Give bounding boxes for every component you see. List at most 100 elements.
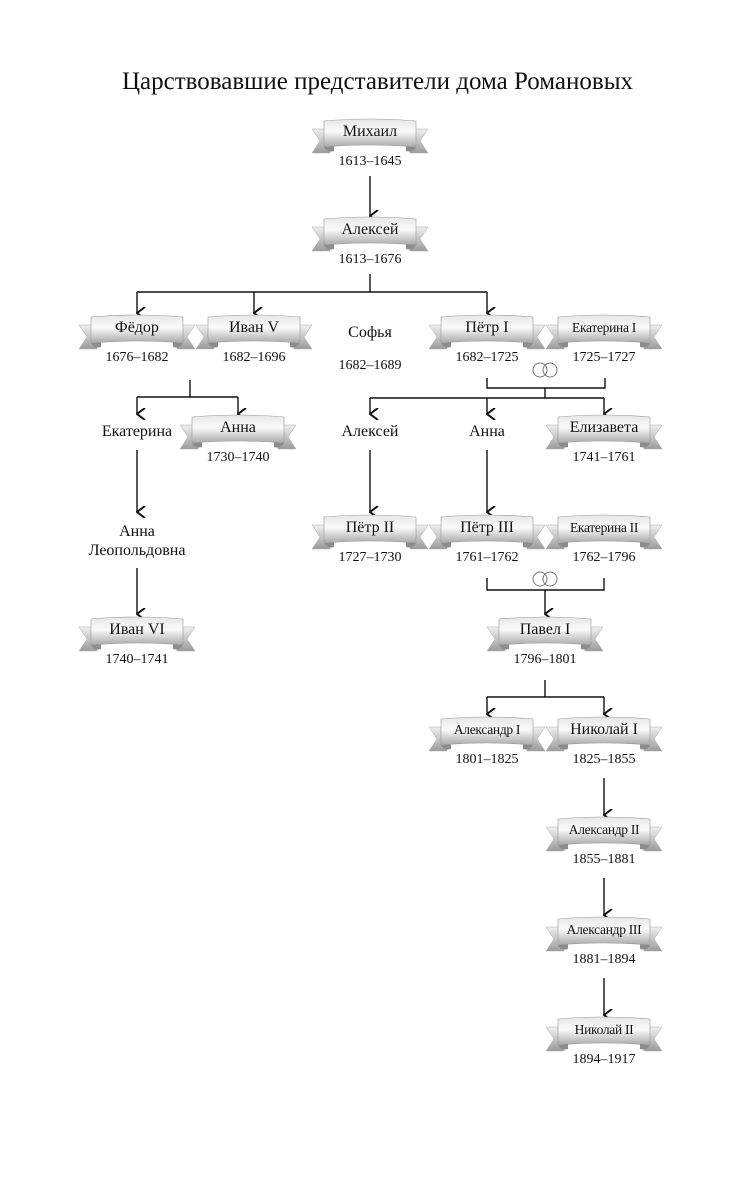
reign-dates: 1825–1855 (572, 752, 636, 767)
person-nikolay2: Николай II 1894–1917 (534, 1015, 674, 1068)
name-ribbon: Иван VI (77, 615, 197, 655)
person-anna_iv: Анна 1730–1740 (168, 413, 308, 466)
person-name: Алексей (341, 221, 399, 238)
person-name: Алексей (341, 423, 399, 440)
ribbon-banner-icon (311, 118, 429, 154)
ribbon-banner-icon (545, 716, 663, 752)
marriage-bracket-petr3 (486, 578, 605, 614)
person-name: Иван V (228, 319, 280, 336)
person-name: Елизавета (569, 419, 639, 436)
ribbon-banner-icon (78, 314, 196, 350)
person-nikolay1: Николай I 1825–1855 (534, 715, 674, 768)
person-fedor: Фёдор 1676–1682 (67, 313, 207, 366)
person-elizaveta: Елизавета 1741–1761 (534, 413, 674, 466)
person-ekaterina: Екатерина (67, 422, 207, 441)
ribbon-banner-icon (428, 314, 546, 350)
reign-dates: 1881–1894 (572, 952, 636, 967)
person-name: Александр III (566, 922, 642, 937)
name-ribbon: Екатерина I (544, 313, 664, 353)
name-ribbon: Пётр III (427, 513, 547, 553)
diagram-title: Царствовавшие представители дома Романов… (121, 68, 634, 95)
edge-ivan5-children (137, 380, 238, 398)
name-ribbon: Михаил (310, 117, 430, 157)
person-aleksey: Алексей 1613–1676 (300, 215, 440, 268)
ribbon-banner-icon (179, 414, 297, 450)
person-name: Пётр II (345, 519, 395, 536)
person-name: Павел I (519, 621, 571, 638)
person-name: Николай II (574, 1022, 634, 1037)
person-anna_p: Анна (417, 422, 557, 441)
person-sofya: Софья 1682–1689 (300, 323, 440, 375)
reign-dates: 1740–1741 (105, 652, 169, 667)
person-aleksandr2: Александр II 1855–1881 (534, 815, 674, 868)
person-name: Екатерина (101, 423, 173, 440)
ribbon-banner-icon (78, 616, 196, 652)
person-name: Екатерина II (569, 520, 639, 535)
marriage-bracket-petr1 (370, 378, 606, 399)
person-aleksey_p: Алексей (300, 422, 440, 441)
reign-dates: 1741–1761 (572, 450, 636, 465)
person-aleksandr3: Александр III 1881–1894 (534, 915, 674, 968)
ribbon-banner-icon (311, 514, 429, 550)
ribbon-banner-icon (311, 216, 429, 252)
wedding-rings-icon (532, 362, 558, 378)
ribbon-banner-icon (545, 514, 663, 550)
name-ribbon: Екатерина II (544, 513, 664, 553)
person-name: Анна (220, 419, 256, 436)
ribbon-banner-icon (545, 314, 663, 350)
reign-dates: 1676–1682 (105, 350, 169, 365)
reign-dates: 1682–1696 (222, 350, 286, 365)
person-name: Пётр I (465, 319, 509, 336)
name-ribbon: Пётр II (310, 513, 430, 553)
name-ribbon: Николай II (544, 1015, 664, 1055)
ribbon-banner-icon (195, 314, 313, 350)
person-aleksandr1: Александр I 1801–1825 (417, 715, 557, 768)
person-name: Анна (469, 423, 505, 440)
ribbon-banner-icon (545, 414, 663, 450)
name-ribbon: Павел I (485, 615, 605, 655)
reign-dates: 1796–1801 (513, 652, 577, 667)
ribbon-banner-icon (486, 616, 604, 652)
person-name: Анна Леопольдовна (88, 523, 186, 559)
ribbon-banner-icon (545, 1016, 663, 1052)
person-name: Пётр III (460, 519, 514, 536)
person-anna_leop: Анна Леопольдовна (67, 522, 207, 560)
reign-dates: 1855–1881 (572, 852, 636, 867)
person-petr2: Пётр II 1727–1730 (300, 513, 440, 566)
ribbon-banner-icon (545, 816, 663, 852)
name-ribbon: Пётр I (427, 313, 547, 353)
person-name: Фёдор (115, 319, 159, 336)
reign-dates: 1682–1689 (338, 358, 402, 373)
person-name: Николай I (570, 721, 638, 738)
reign-dates: 1725–1727 (572, 350, 636, 365)
wedding-rings-icon (532, 571, 558, 587)
edge-aleksey-children (137, 274, 487, 293)
ribbon-banner-icon (428, 514, 546, 550)
person-ivan5: Иван V 1682–1696 (184, 313, 324, 366)
name-ribbon: Александр III (544, 915, 664, 955)
person-name: Софья (348, 324, 392, 341)
name-ribbon: Фёдор (77, 313, 197, 353)
name-ribbon: Иван V (194, 313, 314, 353)
reign-dates: 1801–1825 (455, 752, 519, 767)
reign-dates: 1730–1740 (206, 450, 270, 465)
reign-dates: 1613–1676 (338, 252, 402, 267)
person-name: Михаил (342, 123, 398, 140)
person-name: Александр I (453, 722, 521, 737)
ribbon-banner-icon (545, 916, 663, 952)
name-ribbon: Алексей (310, 215, 430, 255)
reign-dates: 1894–1917 (572, 1052, 636, 1067)
name-ribbon: Анна (178, 413, 298, 453)
person-name: Александр II (568, 822, 640, 837)
reign-dates: 1727–1730 (338, 550, 402, 565)
person-name: Иван VI (109, 621, 165, 638)
name-ribbon: Елизавета (544, 413, 664, 453)
name-ribbon: Николай I (544, 715, 664, 755)
person-ivan6: Иван VI 1740–1741 (67, 615, 207, 668)
